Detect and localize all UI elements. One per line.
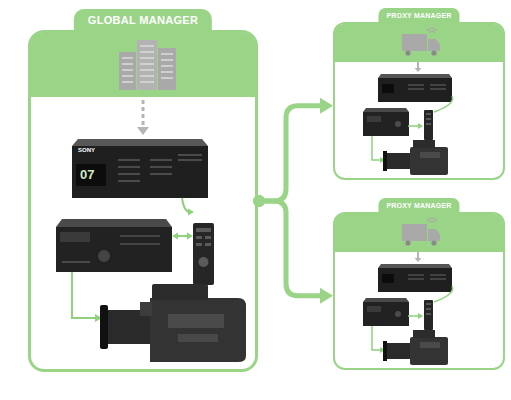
proxy-equipment [363, 218, 453, 365]
ccu-panel [60, 232, 90, 242]
camera-detail [178, 334, 218, 342]
unit-front [72, 146, 208, 198]
ccu-front [56, 227, 172, 272]
ccu-top [56, 219, 172, 227]
arrow-head [320, 98, 333, 114]
arrow-head [187, 233, 193, 240]
unit-top [72, 139, 208, 146]
green-link [72, 272, 96, 318]
viewfinder [152, 284, 208, 300]
building [119, 52, 136, 90]
manager-tab: PROXY MANAGER [378, 198, 459, 212]
junction-dot [253, 195, 265, 207]
lens-mount [140, 302, 152, 316]
manager-tab: PROXY MANAGER [378, 8, 459, 22]
connector-line [258, 201, 322, 296]
lens-front [100, 305, 108, 349]
arrow-head [137, 127, 149, 135]
proxy-equipment [363, 28, 453, 175]
camera-detail [168, 314, 224, 328]
brand-logo: SONY [78, 147, 95, 153]
junction-dot [253, 195, 265, 207]
split-connector [253, 98, 333, 207]
arrow-head [188, 209, 194, 216]
split-connector [253, 195, 333, 304]
building-windows [122, 46, 173, 82]
arrow-head [172, 233, 178, 240]
arrow-head [320, 288, 333, 304]
manager-tab: GLOBAL MANAGER [74, 9, 212, 30]
building [158, 48, 176, 90]
green-link [177, 235, 188, 237]
unit-display [76, 164, 106, 186]
buildings-icon [119, 40, 176, 90]
remote-buttons [196, 228, 211, 267]
ccu-details [62, 236, 160, 262]
display-digits: 07 [80, 167, 94, 182]
unit-details [118, 155, 202, 181]
camera-body [150, 298, 246, 362]
ccu-knob [98, 250, 110, 262]
remote-panel [193, 223, 214, 285]
connector-line [258, 106, 322, 201]
flow-arrow [142, 100, 145, 128]
building [137, 40, 157, 90]
